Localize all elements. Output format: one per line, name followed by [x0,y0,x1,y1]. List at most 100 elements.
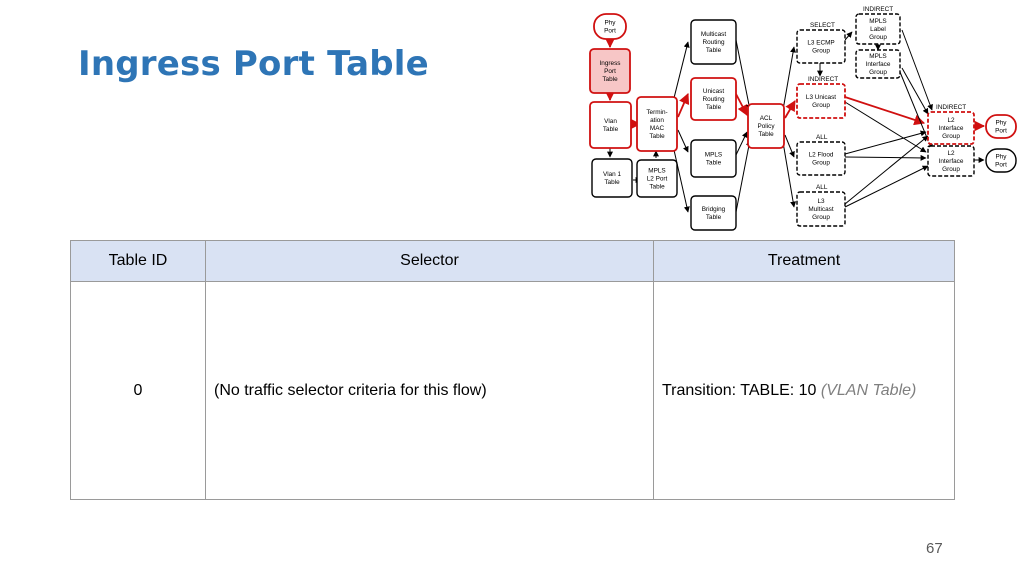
edge-mplsinterface-l2if1 [901,67,929,115]
table-header-row: Table ID Selector Treatment [70,240,955,282]
node-label-line: Group [812,214,830,221]
node-label-line: Table [649,184,665,191]
node-label-line: Ingress [600,60,621,67]
cell-table-id: 0 [70,281,206,500]
node-label-line: L2 Flood [809,152,834,159]
node-label-line: Port [995,128,1007,135]
node-label-line: Multicast [808,206,833,213]
edge-termination-bridging [673,149,690,213]
node-label-line: Group [942,166,960,173]
node-label-line: Policy [757,123,775,130]
node-label-line: ACL [760,115,773,122]
group-type-l3-unicast: INDIRECT [808,76,838,83]
node-label-line: Table [706,104,722,111]
node-label-line: MPLS [869,18,886,25]
node-label-line: Termin- [646,109,667,116]
group-type-l2-interface: INDIRECT [936,104,966,111]
edge-ecmp-mplslabel [844,31,853,41]
node-label-line: ation [650,117,664,124]
edge-termination-mpls [677,129,689,153]
node-label-line: Port [995,162,1007,169]
treatment-note: (VLAN Table) [820,381,917,399]
node-label-line: Multicast [701,31,726,38]
node-label-line: Group [812,102,830,109]
edge-flood-l2if2 [844,154,927,161]
node-label-line: L3 [817,198,825,205]
node-label-line: MPLS [648,168,665,175]
node-label-line: Interface [939,158,964,165]
edge-acl-ecmp [782,46,797,111]
edge-multicast-acl [735,39,752,111]
node-label-line: Bridging [702,206,726,213]
edge-unicast-acl [735,93,748,116]
node-label-line: Label [870,26,886,33]
node-label-line: Routing [702,39,724,46]
edge-l3unicast-l2if2 [844,101,927,153]
node-label-line: L2 [947,150,955,157]
node-label-line: Unicast [703,88,725,95]
edge-l3multicast-l2if2 [844,165,929,208]
edge-mplslabel-l2if1 [901,29,933,111]
node-label-line: MPLS [705,152,722,159]
node-label-line: Phy [995,154,1007,161]
edge-mpls-acl [735,131,748,156]
node-label-line: MPLS [869,53,886,60]
node-label-line: Table [706,47,722,54]
edge-l3unicast-l2interface [844,96,926,126]
header-treatment: Treatment [653,240,955,282]
node-label-line: Port [604,28,616,35]
node-label-line: Interface [866,61,891,68]
edge-bridging-acl [735,139,752,213]
edge-acl-l3multicast [782,141,797,208]
cell-treatment: Transition: TABLE: 10 (VLAN Table) [653,281,955,500]
cell-selector: (No traffic selector criteria for this f… [205,281,654,500]
node-label-line: Port [604,68,616,75]
node-label-line: Phy [604,20,616,27]
node-label-line: Table [603,126,619,133]
node-label-line: MAC [650,125,665,132]
node-label-line: Table [604,179,620,186]
node-label-line: L2 Port [647,176,668,183]
group-type-l2-flood: ALL [816,134,828,141]
group-type-l3-multicast: ALL [816,184,828,191]
node-label-line: L3 ECMP [807,40,834,47]
header-table-id: Table ID [70,240,206,282]
table-row: 0 (No traffic selector criteria for this… [70,281,955,500]
node-label-line: Table [602,76,618,83]
node-label-line: Group [812,160,830,167]
node-label-line: Table [706,214,722,221]
group-type-mpls-label: INDIRECT [863,6,893,13]
node-label-line: Routing [702,96,724,103]
group-type-l3-ecmp: SELECT [810,22,835,29]
node-label-line: Group [869,69,887,76]
